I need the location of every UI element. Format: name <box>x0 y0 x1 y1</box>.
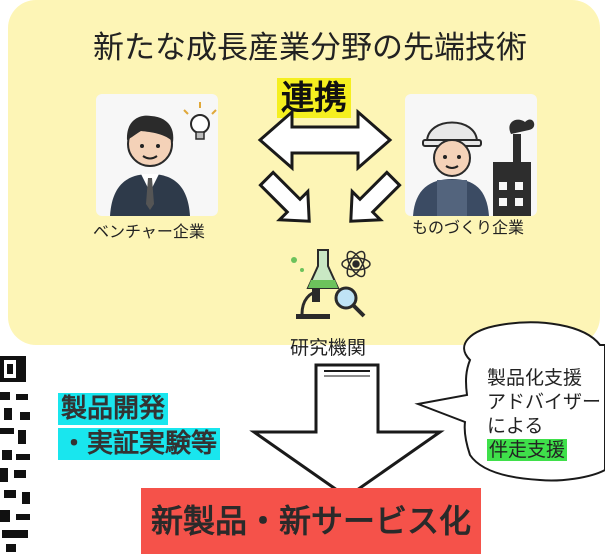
venture-card <box>96 94 218 216</box>
lightbulb-icon <box>183 102 217 140</box>
down-arrow <box>249 363 445 499</box>
businessman-icon <box>110 102 217 216</box>
microscope-icon <box>296 288 330 319</box>
arrow-venture-to-research <box>258 170 311 223</box>
bidirectional-arrow <box>257 108 393 172</box>
factory-worker-icon <box>413 119 535 216</box>
result-box: 新製品・新サービス化 <box>141 488 481 554</box>
bubble-line-1: 製品化支援 <box>487 367 583 389</box>
magnifier-icon <box>334 286 366 318</box>
manufacturing-card <box>405 94 537 216</box>
lab-flask-icon <box>306 249 340 289</box>
venture-label: ベンチャー企業 <box>93 222 205 241</box>
process-line-2: ・実証実験等 <box>58 428 221 460</box>
bubble-line-3: による <box>487 415 544 437</box>
research-card <box>284 240 376 320</box>
research-label: 研究機関 <box>290 337 367 359</box>
panel-title: 新たな成長産業分野の先端技術 <box>93 30 527 66</box>
process-line-1: 製品開発 <box>58 393 169 425</box>
factory-icon <box>493 119 535 216</box>
atom-icon <box>341 250 371 278</box>
manufacturing-label: ものづくり企業 <box>412 218 525 237</box>
bubble-line-4: 伴走支援 <box>487 439 568 461</box>
arrow-manufacturing-to-research <box>349 170 402 223</box>
bubble-line-2: アドバイザー <box>487 391 602 413</box>
qr-code-icon <box>0 350 34 555</box>
